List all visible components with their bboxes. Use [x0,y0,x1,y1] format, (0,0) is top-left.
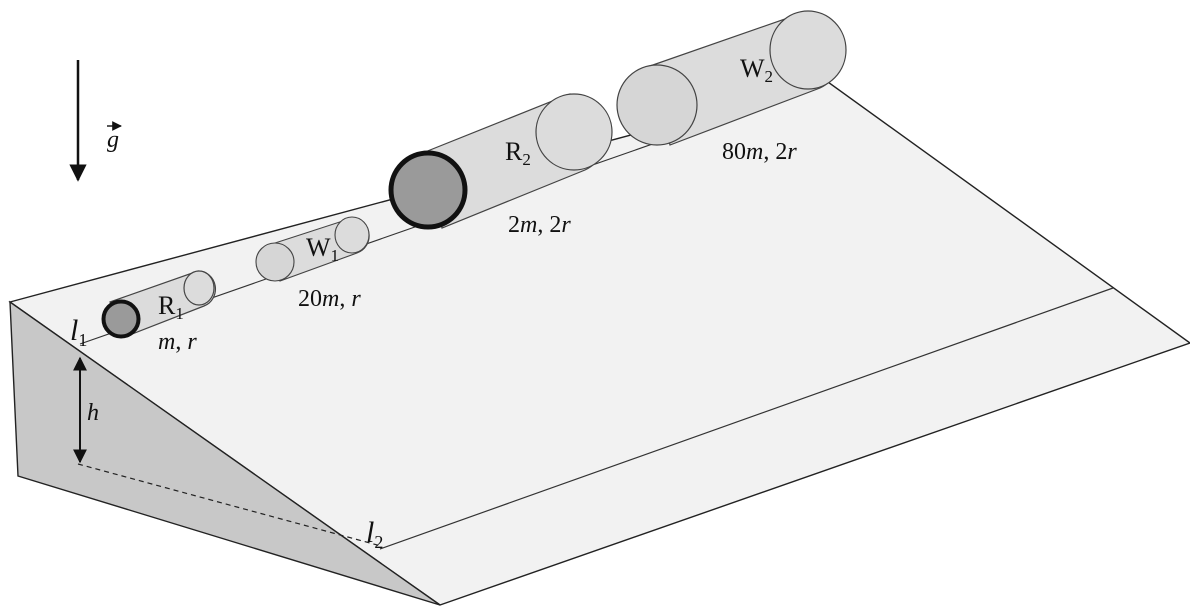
incline-side-face [9,300,441,606]
r1-ring-face [101,299,141,339]
base-dashed-line [77,463,382,547]
w1-face [255,242,295,282]
w2-params: 80m, 2r [722,139,797,165]
cylinder-w2 [616,10,847,146]
height-label: h [87,400,99,426]
w2-name: W2 [740,54,773,86]
r2-name: R2 [505,137,531,169]
w1-name: W1 [306,233,339,265]
r1-params: m, r [158,329,197,355]
r2-params: 2m, 2r [508,212,571,238]
r1-name: R1 [158,291,184,323]
finish-line-label: l2 [366,516,383,552]
cylinder-w1 [255,216,370,282]
start-line-label: l1 [70,314,87,350]
w2-face [616,64,698,146]
cylinder-r1 [101,270,216,339]
gravity-label: g [107,127,119,153]
w1-params: 20m, r [298,286,361,312]
r2-ring-face [388,150,468,230]
cylinder-r2 [388,93,613,230]
finish-line-l2 [379,287,1114,550]
